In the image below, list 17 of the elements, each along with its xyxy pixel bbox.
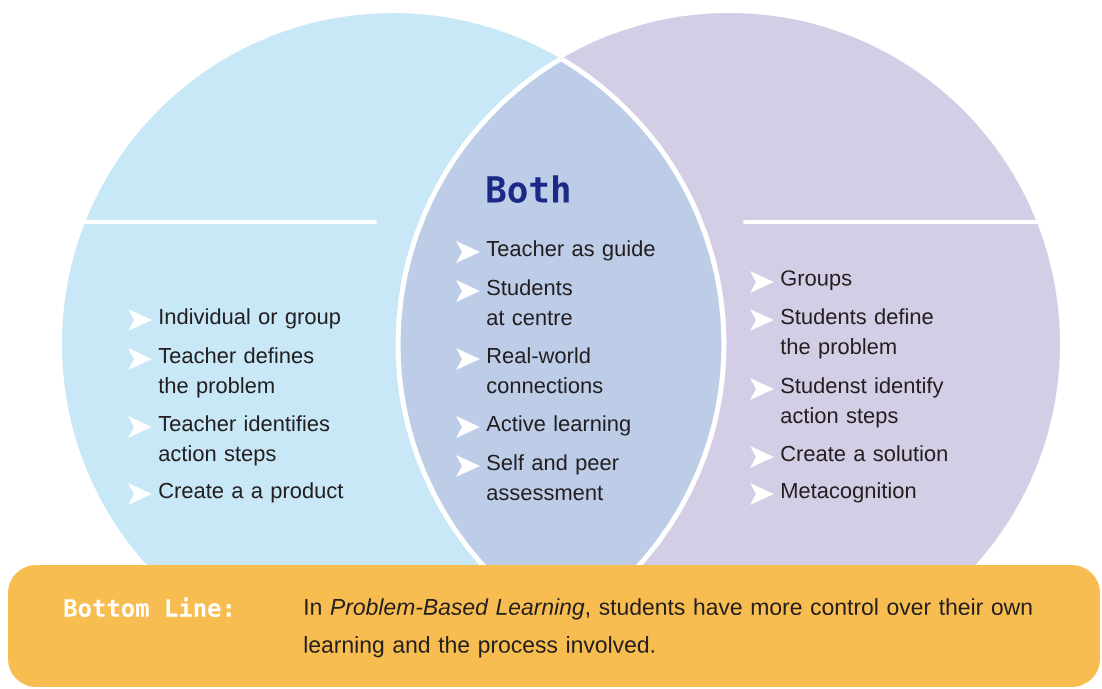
heading: Both [487,175,569,203]
bullet-text: Metacognition [782,482,916,503]
bullet-text: Create a solution [781,445,947,462]
bullet-text: Students at centre [487,279,572,326]
bullet-text: Students define the problem [780,308,933,359]
bullet-text: Create a a product [159,482,344,503]
bullet-text: Self and peer assessment [487,454,619,501]
bullet-text: Groups [781,270,852,291]
bullet-text: Active learning [486,415,630,436]
bullet-text: Teacher defines the problem [158,347,314,398]
bullet-text: Teacher as guide [486,240,655,261]
summary-text: In Problem-Based Learning, students have more control over their own learning and the process involved. [304,598,1032,658]
bullet-text: Studenst identify action steps [781,377,944,428]
bottom-line-label: Bottom Line: [64,597,231,617]
bullet-text: Teacher identifies action steps [158,415,330,466]
bullet-text: Real-world connections [487,347,603,394]
bullet-text: Individual or group [160,308,340,329]
